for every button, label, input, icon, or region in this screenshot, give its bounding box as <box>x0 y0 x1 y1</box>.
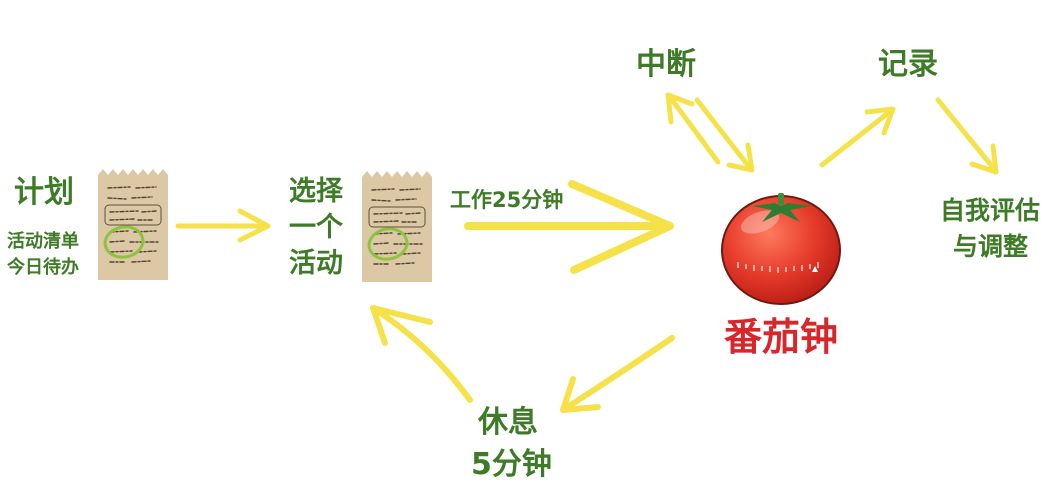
rest-line-1: 休息 <box>478 405 538 440</box>
choose-line-3: 活动 <box>289 248 343 279</box>
work-arrow <box>464 180 674 274</box>
rest-line-2: 5分钟 <box>471 447 552 482</box>
review-line-1: 自我评估 <box>940 196 1041 225</box>
arrow-head <box>568 180 674 274</box>
to-record-arrow <box>819 106 896 168</box>
arrow-shaft <box>563 335 675 411</box>
arrow-shaft <box>819 107 895 168</box>
to-review-arrow <box>935 97 999 175</box>
to-interrupt-arrow <box>665 92 721 165</box>
arrow-shaft <box>373 307 473 403</box>
arrow-head <box>370 305 433 346</box>
arrow-head <box>864 106 896 136</box>
arrow-head <box>969 143 999 175</box>
arrow-head <box>560 376 601 413</box>
plan-line-today-todo: 今日待办 <box>7 257 79 278</box>
arrow-head <box>726 142 755 173</box>
arrow-shaft <box>667 94 721 165</box>
pomodoro-label: 番茄钟 <box>724 315 839 359</box>
choose-line-2: 一个 <box>289 212 343 243</box>
interrupt-label: 中断 <box>636 47 696 82</box>
arrow-head <box>237 208 271 243</box>
plan-line-activity-list: 活动清单 <box>7 231 79 252</box>
checklist-note-icon <box>98 169 168 280</box>
arrow-shaft <box>935 97 998 173</box>
plan-to-choose-arrow <box>175 208 271 243</box>
arrow-head <box>665 92 695 125</box>
tomato-timer-icon <box>721 193 841 305</box>
from-interrupt-arrow <box>694 97 755 173</box>
return-to-choose-arrow <box>370 305 473 403</box>
choose-line-1: 选择 <box>289 176 343 207</box>
to-rest-arrow <box>560 335 675 413</box>
record-label: 记录 <box>878 47 938 82</box>
selected-activity-note-icon <box>362 171 432 282</box>
work-label: 工作25分钟 <box>450 188 564 212</box>
plan-title: 计划 <box>14 175 74 210</box>
arrow-shaft <box>694 97 753 171</box>
review-line-2: 与调整 <box>953 232 1029 261</box>
